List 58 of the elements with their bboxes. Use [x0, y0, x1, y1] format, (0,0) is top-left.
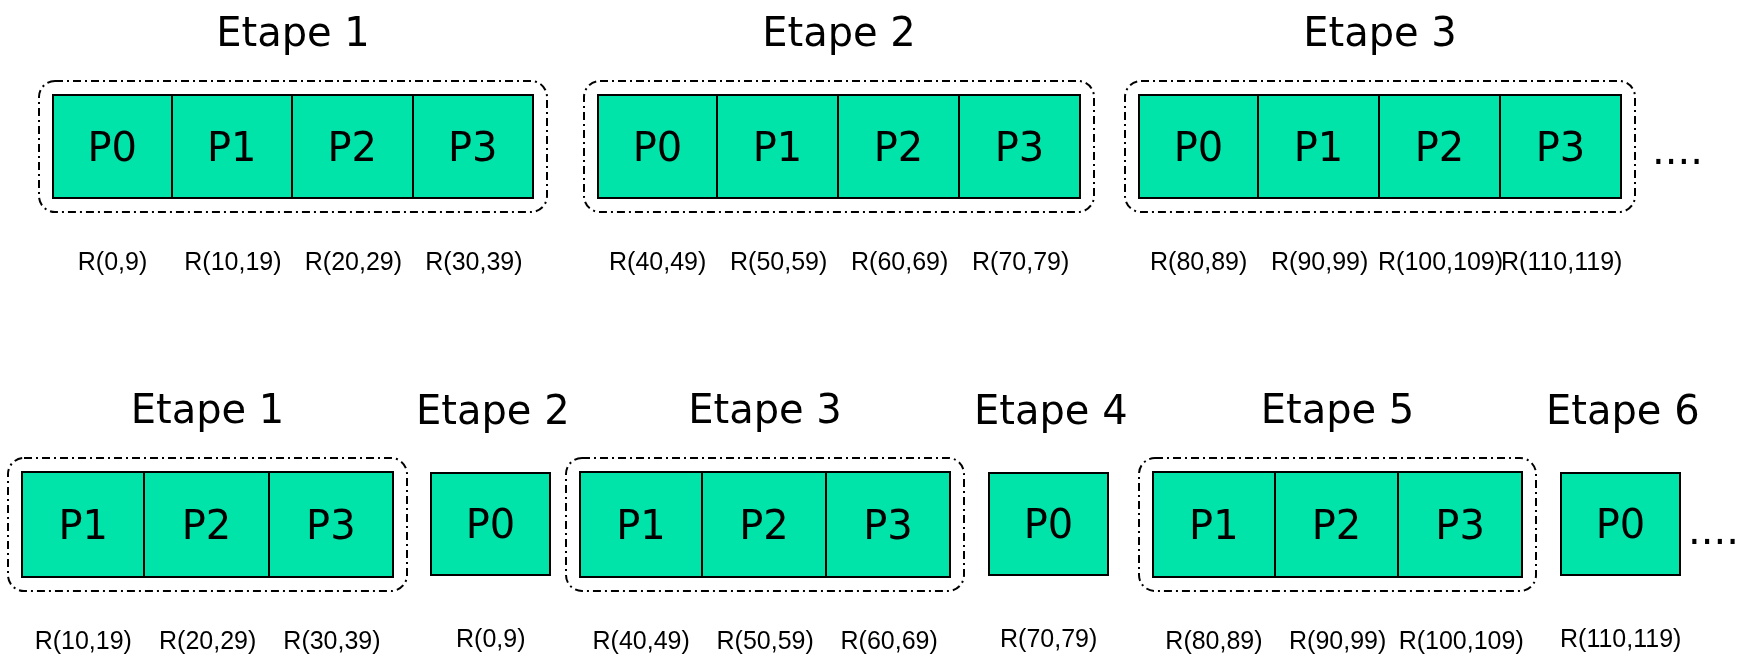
process-cell: P1 [579, 471, 703, 578]
stage-heading: Etape 1 [215, 8, 371, 57]
process-cell: P0 [1138, 94, 1259, 199]
range-label: R(40,49) [609, 246, 707, 276]
process-cell: P3 [1397, 471, 1523, 578]
process-cell: P1 [170, 94, 293, 199]
process-cell: P2 [1273, 471, 1400, 578]
process-box: P0 [1560, 472, 1681, 576]
stage-heading: Etape 3 [687, 385, 843, 434]
range-label: R(100,109) [1378, 246, 1504, 276]
range-label: R(70,79) [972, 246, 1070, 276]
process-box: P0 [988, 472, 1109, 576]
range-label: R(80,89) [1150, 246, 1248, 276]
ellipsis-mark: .... [1688, 506, 1739, 555]
process-cell: P3 [267, 471, 394, 578]
process-cell: P2 [837, 94, 960, 199]
process-cell: P3 [1499, 94, 1622, 199]
range-label: R(30,39) [425, 246, 523, 276]
stage-heading: Etape 3 [1302, 8, 1458, 57]
range-label: R(110,119) [1560, 623, 1682, 653]
stage-heading: Etape 5 [1259, 385, 1416, 434]
range-label: R(0,9) [456, 623, 526, 653]
range-label: R(50,59) [730, 246, 828, 276]
ellipsis-mark: .... [1652, 126, 1703, 175]
range-label: R(50,59) [716, 625, 814, 655]
stage-heading: Etape 2 [416, 386, 565, 435]
range-label: R(10,19) [184, 246, 282, 276]
process-cell: P1 [1152, 471, 1276, 578]
process-cell: P3 [411, 94, 534, 199]
process-cell: P1 [21, 471, 146, 578]
process-cell: P2 [143, 471, 270, 578]
process-box: P0 [430, 472, 551, 576]
process-cell: P3 [958, 94, 1081, 199]
range-label: R(10,19) [34, 625, 132, 655]
process-cell: P2 [1378, 94, 1501, 199]
process-cell: P2 [291, 94, 414, 199]
range-label: R(30,39) [283, 625, 381, 655]
stage-heading: Etape 1 [129, 385, 286, 434]
process-cell: P1 [716, 94, 839, 199]
range-label: R(60,69) [851, 246, 949, 276]
range-label: R(40,49) [592, 625, 690, 655]
stage-heading: Etape 2 [761, 8, 917, 57]
process-cell: P0 [52, 94, 173, 199]
process-cell: P1 [1257, 94, 1380, 199]
range-label: R(70,79) [1000, 623, 1098, 653]
range-label: R(80,89) [1165, 625, 1263, 655]
range-label: R(110,119) [1501, 246, 1623, 276]
range-label: R(90,99) [1271, 246, 1369, 276]
range-label: R(20,29) [159, 625, 257, 655]
range-label: R(60,69) [840, 625, 938, 655]
range-label: R(0,9) [77, 246, 148, 276]
process-cell: P3 [825, 471, 951, 578]
process-cell: P2 [701, 471, 827, 578]
range-label: R(20,29) [304, 246, 402, 276]
range-label: R(90,99) [1289, 625, 1387, 655]
process-cell: P0 [597, 94, 718, 199]
range-label: R(100,109) [1398, 625, 1524, 655]
stage-heading: Etape 6 [1546, 386, 1695, 435]
